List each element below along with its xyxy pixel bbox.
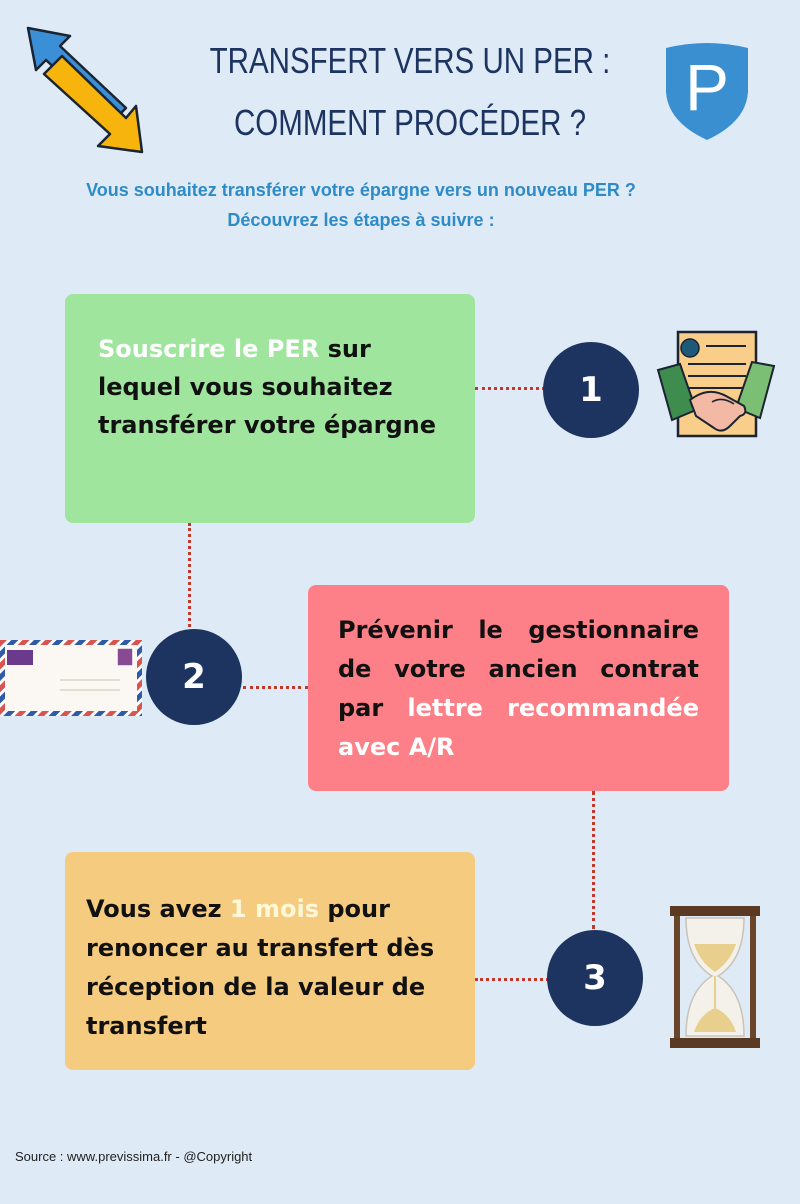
subtitle-line-2: Découvrez les étapes à suivre :: [227, 210, 495, 230]
envelope-icon: [0, 640, 142, 716]
step-2-text: Prévenir le gestionnaire de votre ancien…: [338, 616, 699, 722]
hourglass-icon: [670, 906, 760, 1048]
connector-1-2-v: [188, 523, 191, 627]
step-3-box: Vous avez 1 mois pour renoncer au transf…: [65, 852, 475, 1070]
step-1-highlight: Souscrire le PER: [98, 335, 320, 363]
step-1-box: Souscrire le PER sur lequel vous souhait…: [65, 294, 475, 523]
subtitle-line-1: Vous souhaitez transférer votre épargne …: [86, 180, 636, 200]
page-title: TRANSFERT VERS UN PER : COMMENT PROCÉDER…: [197, 30, 623, 154]
transfer-arrows-icon: [26, 26, 144, 154]
subtitle: Vous souhaitez transférer votre épargne …: [0, 175, 722, 235]
step-1-text: sur lequel vous souhaitez transférer vot…: [98, 335, 437, 439]
step-3-text-before: Vous avez: [86, 895, 230, 923]
step-2-highlight: lettre recommandée avec A/R: [338, 694, 699, 761]
title-line-1: TRANSFERT VERS UN PER :: [209, 40, 611, 81]
logo-letter: P: [685, 50, 729, 124]
step-2-circle: 2: [146, 629, 242, 725]
connector-2-3-v: [592, 791, 595, 929]
connector-3-h: [475, 978, 549, 981]
step-2-box: Prévenir le gestionnaire de votre ancien…: [308, 585, 729, 791]
step-1-circle: 1: [543, 342, 639, 438]
contract-handshake-icon: [656, 330, 776, 438]
source-note: Source : www.previssima.fr - @Copyright: [15, 1149, 253, 1164]
connector-2-h: [243, 686, 308, 689]
title-line-2: COMMENT PROCÉDER ?: [233, 102, 587, 143]
connector-1-h: [475, 387, 545, 390]
shield-logo-icon: P: [666, 43, 748, 140]
step-3-highlight: 1 mois: [229, 895, 319, 923]
step-3-circle: 3: [547, 930, 643, 1026]
step-3-text-after: pour renoncer au transfert dès réception…: [86, 895, 435, 1040]
